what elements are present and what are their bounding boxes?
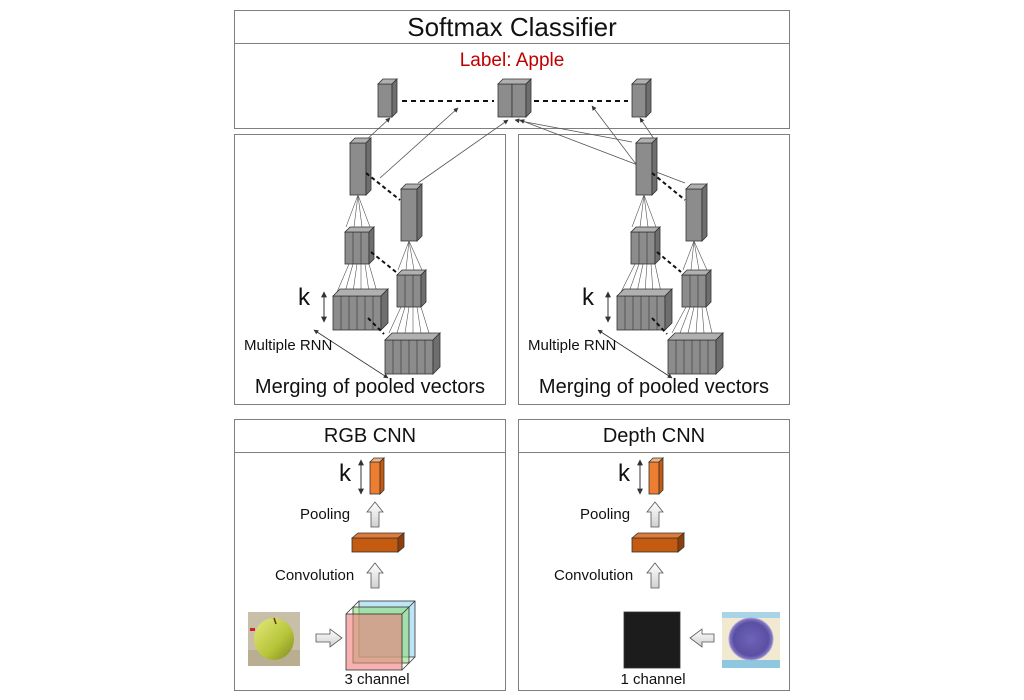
rgb-channel-label: 3 channel xyxy=(344,671,410,688)
softmax-block-left xyxy=(377,78,398,118)
rnn-left-bottom-block-b xyxy=(384,332,441,375)
rnn-right-mid-block-b xyxy=(681,269,712,308)
rgb-input-arrow xyxy=(315,628,343,648)
rgb-cnn-graphics xyxy=(248,457,416,671)
softmax-title: Softmax Classifier xyxy=(407,12,617,42)
rgb-convolution-arrow xyxy=(366,562,384,589)
rnn-left-k-label: k xyxy=(298,284,310,311)
depth-convolution-arrow xyxy=(646,562,664,589)
depth-image xyxy=(722,612,780,668)
rnn-right-caption: Merging of pooled vectors xyxy=(538,376,770,398)
rnn-left-multiple-arrow xyxy=(313,329,389,379)
depth-channel-label: 1 channel xyxy=(620,671,686,688)
softmax-blocks xyxy=(377,78,652,118)
rgb-pooling-label: Pooling xyxy=(300,506,351,523)
softmax-label: Label: Apple xyxy=(459,50,565,71)
softmax-block-right xyxy=(631,78,652,118)
rgb-3-channel-cube xyxy=(345,600,416,671)
rgb-conv-block xyxy=(350,532,406,553)
rnn-left-mid-block-b xyxy=(396,269,427,308)
rgb-cnn-title: RGB CNN xyxy=(323,425,417,447)
depth-pooled-vector xyxy=(648,457,664,495)
rnn-tree-right xyxy=(597,137,724,379)
depth-conv-block xyxy=(630,532,686,553)
depth-pooling-label: Pooling xyxy=(580,506,631,523)
rgb-apple-image xyxy=(248,612,300,666)
depth-1-channel-map xyxy=(623,611,681,669)
depth-convolution-label: Convolution xyxy=(554,567,634,584)
rgb-convolution-label: Convolution xyxy=(275,567,355,584)
rnn-left-mid-block-a xyxy=(344,226,375,265)
rgb-cnn-title-bar xyxy=(234,419,506,453)
rgb-pooling-arrow xyxy=(366,501,384,528)
depth-k-label: k xyxy=(618,460,630,487)
rnn-left-top-block-b xyxy=(400,183,423,242)
rnn-right-bottom-block-a xyxy=(616,288,673,331)
rnn-left-top-block-a xyxy=(349,137,372,196)
rnn-right-bottom-block-b xyxy=(667,332,724,375)
depth-input-arrow xyxy=(689,628,715,648)
depth-pooling-arrow xyxy=(646,501,664,528)
rnn-left-multiple-rnn-label: Multiple RNN xyxy=(244,337,333,354)
depth-cnn-title: Depth CNN xyxy=(602,425,706,447)
softmax-block-center xyxy=(497,78,532,118)
rnn-tree-left xyxy=(313,137,441,379)
rnn-left-bottom-block-a xyxy=(332,288,389,331)
rgb-pooled-vector xyxy=(369,457,385,495)
rnn-right-k-label: k xyxy=(582,284,594,311)
rnn-right-top-block-a xyxy=(635,137,658,196)
depth-cnn-graphics xyxy=(623,457,780,669)
rgb-k-label: k xyxy=(339,460,351,487)
rnn-right-multiple-arrow xyxy=(597,329,673,379)
depth-cnn-title-bar xyxy=(518,419,790,453)
rnn-right-multiple-rnn-label: Multiple RNN xyxy=(528,337,617,354)
rnn-right-mid-block-a xyxy=(630,226,661,265)
rnn-left-caption: Merging of pooled vectors xyxy=(254,376,486,398)
rnn-right-top-block-b xyxy=(685,183,708,242)
softmax-panel xyxy=(234,10,790,44)
